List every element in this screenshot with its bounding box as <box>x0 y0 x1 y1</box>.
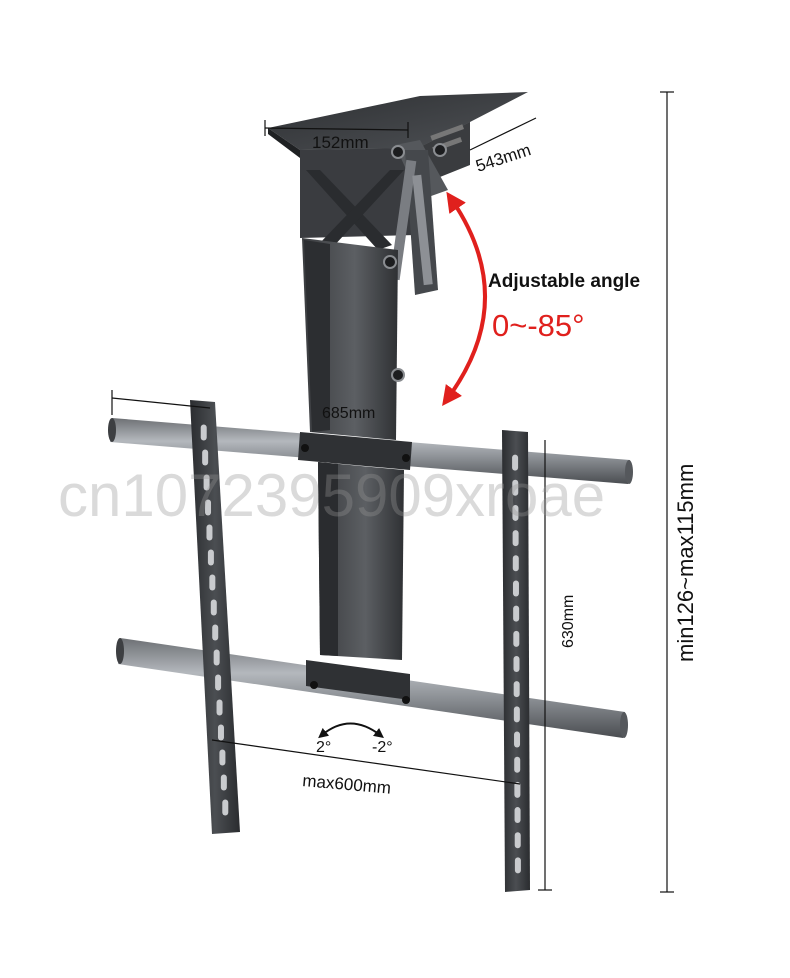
rail-slot <box>215 674 222 691</box>
rail-slot <box>202 449 209 466</box>
rail-slot <box>512 555 519 572</box>
rail-slot <box>210 599 217 616</box>
rail-slot <box>513 656 520 672</box>
dim-line-upper-bar <box>111 390 211 415</box>
rail-slot <box>205 499 212 516</box>
angle-arc-arrow <box>442 191 487 407</box>
dim-line-top-plate-width <box>264 120 409 138</box>
rail-slot <box>513 706 520 723</box>
rail-slot <box>209 574 216 591</box>
rail-slot <box>514 781 521 798</box>
rail-slot <box>216 699 223 716</box>
rail-slot <box>514 731 521 748</box>
dim-line-top-plate-depth <box>469 117 537 151</box>
angle-range: 0~-85° <box>492 308 585 343</box>
lower-post <box>318 462 404 660</box>
rail-slot <box>514 807 521 824</box>
rail-slot <box>213 649 220 666</box>
rail-slot <box>512 504 519 521</box>
rail-slot <box>203 474 210 491</box>
rail-slot <box>200 424 207 441</box>
dim-line-vesa-width <box>211 739 521 785</box>
rail-slot <box>217 724 224 741</box>
right-vesa-rail <box>502 430 530 892</box>
rail-slot <box>512 580 519 597</box>
rail-slot <box>206 524 213 541</box>
rail-slot <box>219 749 226 766</box>
upper-crossbar <box>108 418 633 484</box>
pivot-arm-assembly <box>300 140 448 440</box>
rail-slot <box>513 681 520 698</box>
rail-slot <box>512 454 519 471</box>
rail-slot <box>222 799 229 816</box>
rail-slot <box>212 624 219 641</box>
tilt-right: -2° <box>372 739 393 756</box>
left-vesa-rail <box>190 400 240 834</box>
tilt-arc-arrow <box>318 722 384 739</box>
rail-slot <box>220 774 227 791</box>
rail-slot <box>512 479 519 496</box>
dim-vertical-rail-length: 630mm <box>560 595 577 648</box>
rail-slot <box>513 630 520 647</box>
rail-slot <box>514 832 521 849</box>
dim-total-height: min126~max115mm <box>673 464 698 662</box>
dim-line-total-height <box>660 91 674 893</box>
rail-slot <box>513 605 520 622</box>
watermark: cn1072395909xroae <box>58 462 605 529</box>
rail-slot <box>207 549 214 566</box>
angle-title: Adjustable angle <box>488 271 640 292</box>
rail-slot <box>514 756 521 773</box>
dim-top-plate-width: 152mm <box>312 133 369 152</box>
lower-crossbar <box>116 638 628 738</box>
dim-line-vertical-rail <box>538 440 552 891</box>
rail-slot <box>514 857 521 874</box>
tilt-left: 2° <box>316 739 331 756</box>
dim-upper-bar-length: 685mm <box>322 405 375 422</box>
dim-vesa-max-width: max600mm <box>302 771 392 798</box>
rail-slot <box>512 530 519 547</box>
dim-top-plate-depth: 543mm <box>473 140 533 176</box>
